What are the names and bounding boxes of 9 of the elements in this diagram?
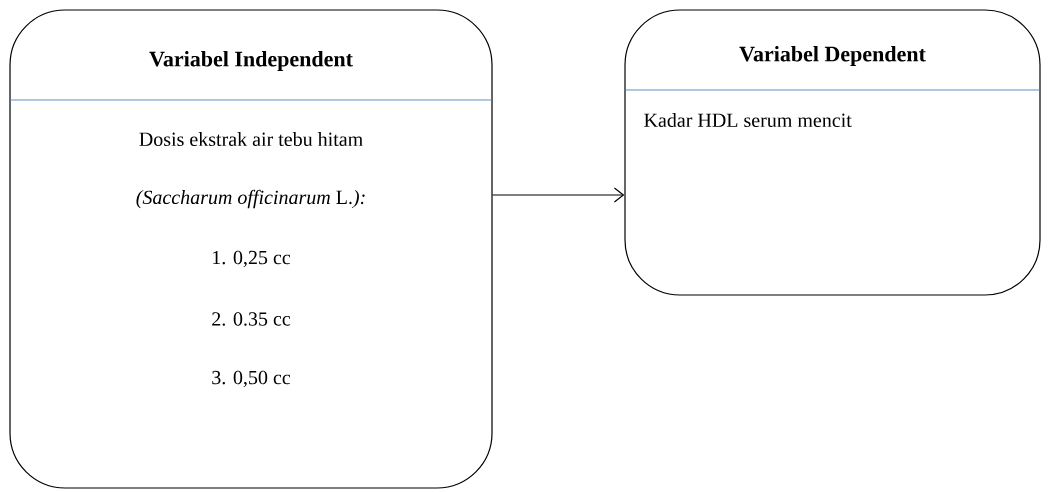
body-text: (Saccharum officinarum L.): (136, 189, 365, 209)
heading: Variabel Dependent (739, 46, 926, 66)
body-text: Kadar HDL serum mencit (644, 112, 852, 128)
body-text: 2. 0.35 cc (212, 312, 291, 326)
heading: Variabel Independent (149, 51, 353, 71)
body-text: 3. 0,50 cc (212, 370, 291, 388)
arrow (492, 187, 625, 203)
body-text: 1. 0,25 cc (213, 250, 291, 268)
body-text: Dosis ekstrak air tebu hitam (139, 131, 363, 146)
